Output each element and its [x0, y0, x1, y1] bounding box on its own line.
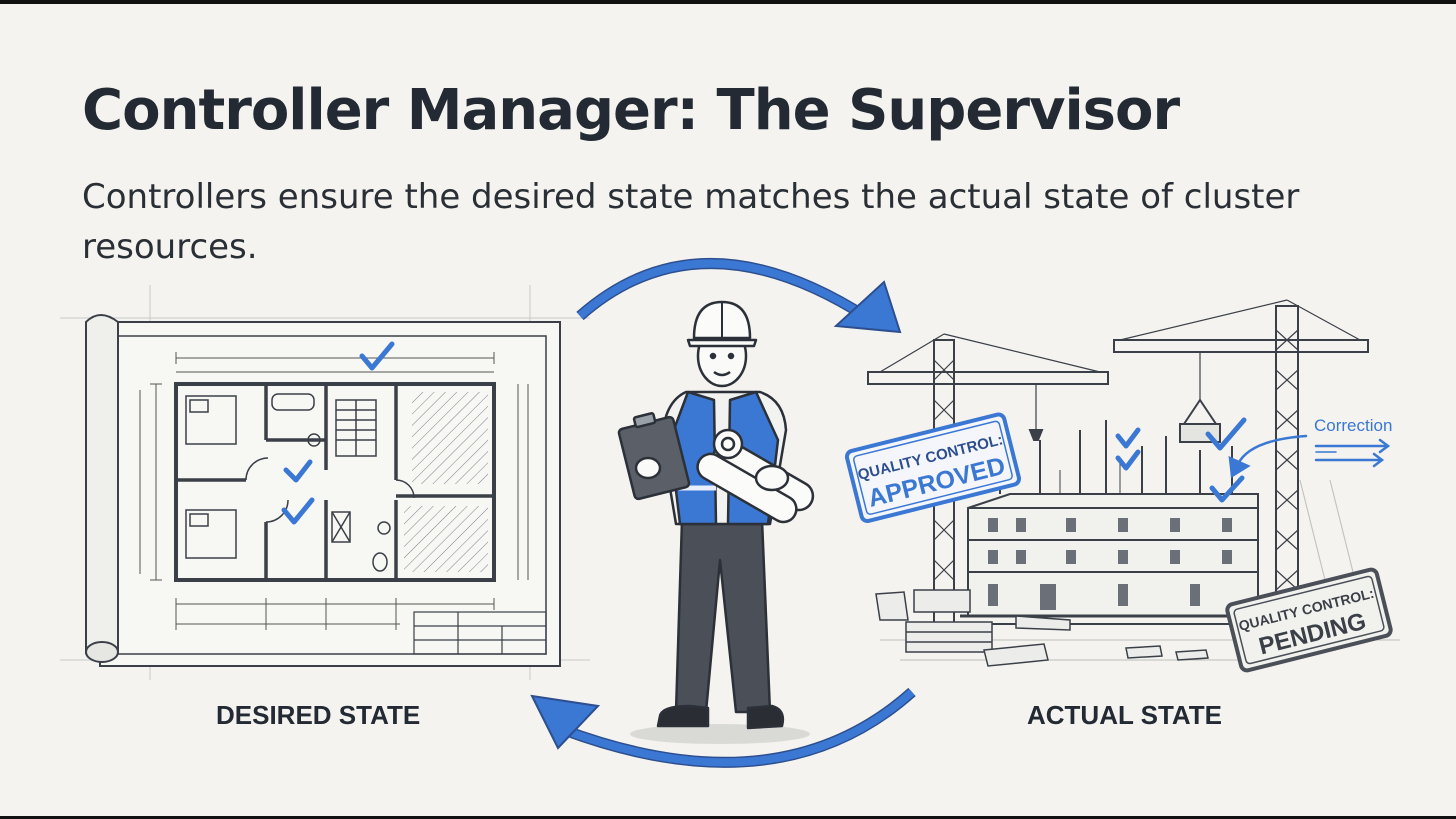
frame-bottom: [0, 816, 1456, 819]
correction-label: Correction: [1314, 416, 1392, 435]
desired-state-label: DESIRED STATE: [216, 700, 421, 730]
blueprint: [60, 285, 590, 680]
reconcile-loop-arrows: [530, 258, 916, 768]
construction-site: [867, 299, 1400, 667]
actual-state-label: ACTUAL STATE: [1027, 700, 1222, 730]
stamp-pending: QUALITY CONTROL: PENDING: [1225, 567, 1393, 673]
page-title: Controller Manager: The Supervisor: [82, 78, 1180, 143]
page-subtitle: Controllers ensure the desired state mat…: [82, 177, 1300, 267]
frame-top: [0, 0, 1456, 4]
supervisor-figure: [617, 300, 815, 744]
